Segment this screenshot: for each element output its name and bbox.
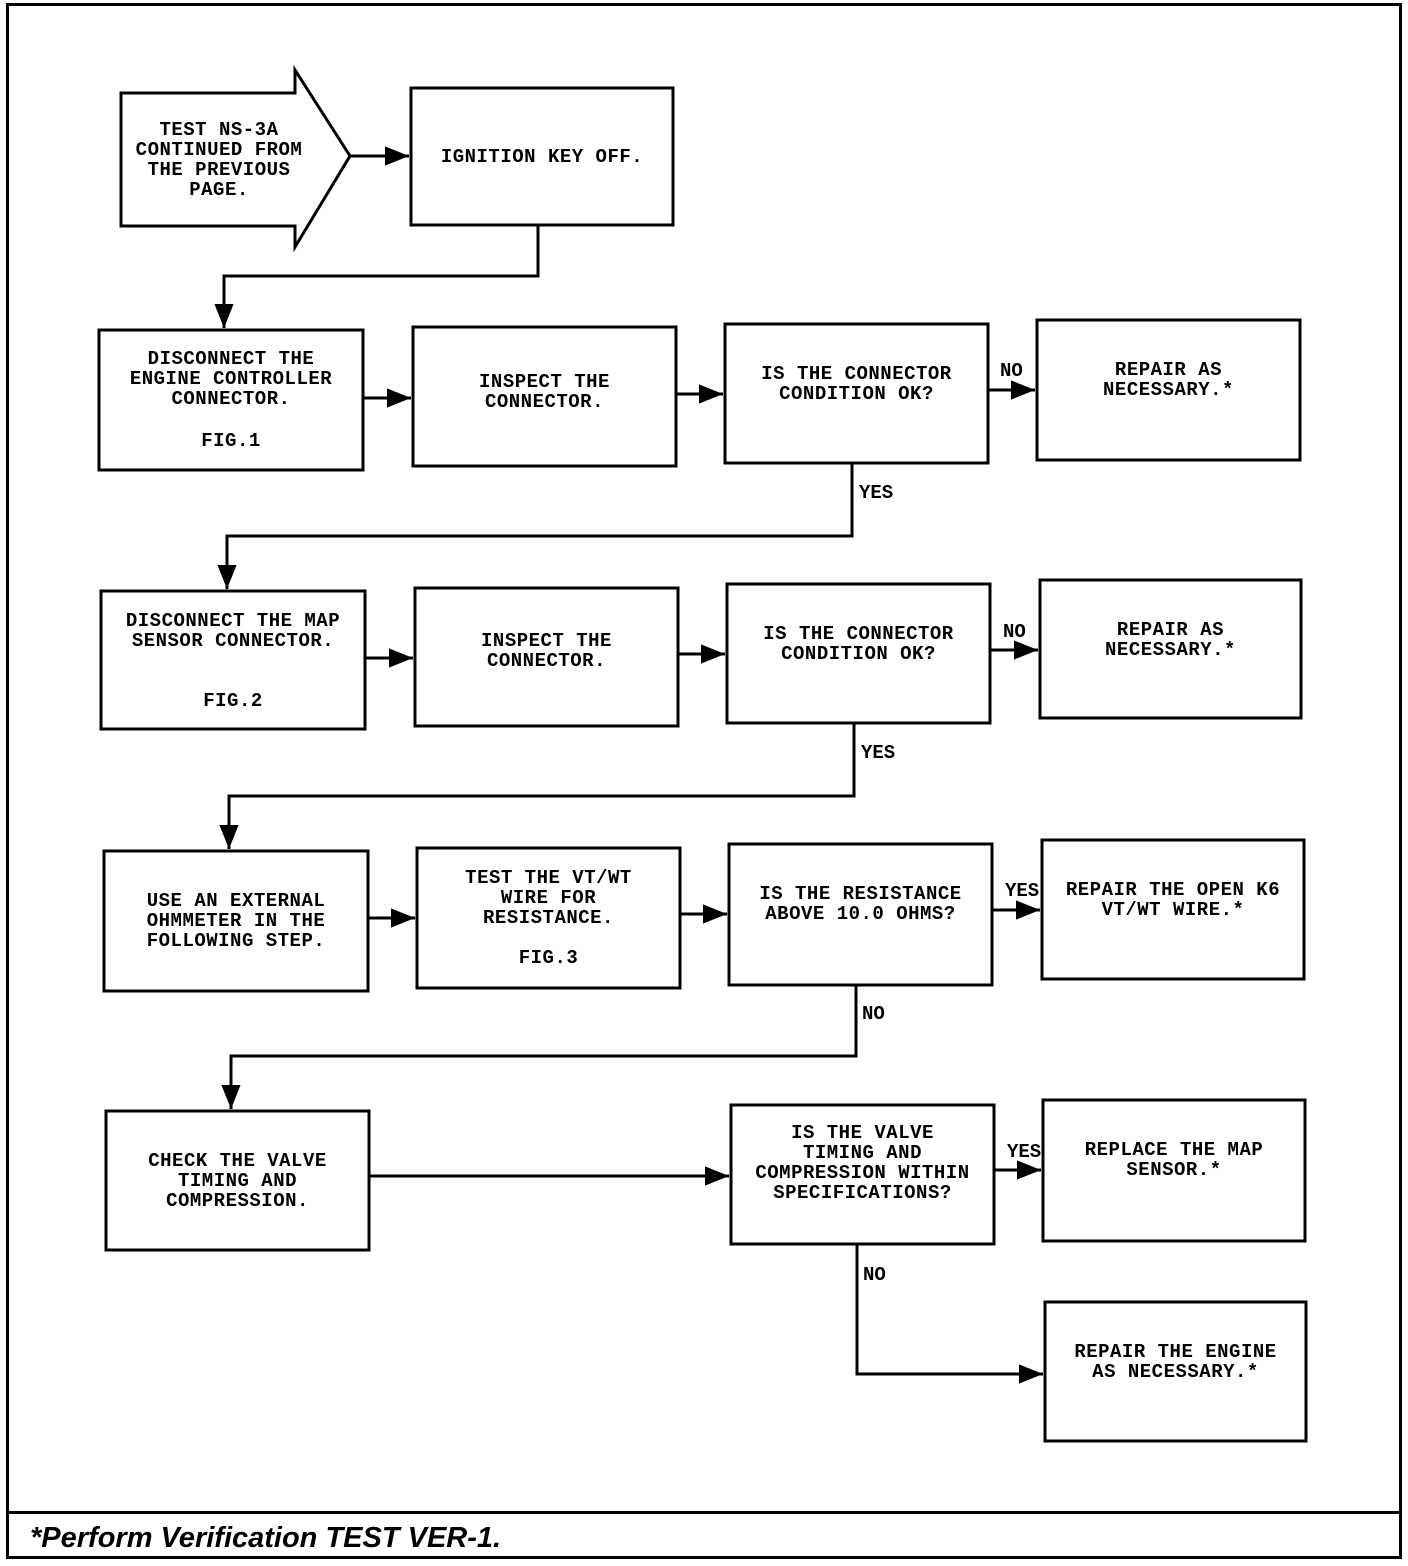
row3-action-box — [102, 849, 370, 993]
row1-repair-text: REPAIR AS NECESSARY.* — [1103, 359, 1234, 401]
start-text: TEST NS-3A CONTINUED FROM THE PREVIOUS P… — [135, 118, 303, 201]
row4-repair-engine-text: REPAIR THE ENGINE AS NECESSARY.* — [1074, 1341, 1277, 1383]
row2-action-text: DISCONNECT THE MAP SENSOR CONNECTOR. FIG… — [101, 591, 365, 729]
row1-repair-box — [1035, 318, 1302, 462]
row2-action-box — [99, 589, 367, 731]
row3-yes-label: YES — [1005, 880, 1040, 902]
start-arrow-shape — [119, 64, 352, 253]
row3-action-text: USE AN EXTERNAL OHMMETER IN THE FOLLOWIN… — [146, 890, 326, 952]
row4-replace-text: REPLACE THE MAP SENSOR.* — [1084, 1139, 1264, 1181]
row2-inspect-text: INSPECT THE CONNECTOR. — [481, 629, 612, 672]
arrow-row1-decision-yes — [217, 464, 854, 589]
row2-yes-label: YES — [861, 742, 896, 764]
footer-note: *Perform Verification TEST VER-1. — [30, 1522, 502, 1554]
row1-inspect-box — [411, 325, 678, 468]
row3-test-text: TEST THE VT/WT WIRE FOR RESISTANCE. FIG.… — [417, 848, 680, 988]
row3-test-box — [415, 846, 682, 990]
row1-no-label: NO — [1000, 360, 1023, 382]
row1-action-label: DISCONNECT THE ENGINE CONTROLLER CONNECT… — [129, 348, 333, 410]
row2-action-label: DISCONNECT THE MAP SENSOR CONNECTOR. — [125, 610, 341, 652]
row4-replace-box — [1041, 1098, 1307, 1243]
row3-repair-text: REPAIR THE OPEN K6 VT/WT WIRE.* — [1065, 879, 1281, 921]
row2-fig-label: FIG.2 — [203, 690, 263, 712]
row1-yes-label: YES — [859, 482, 894, 504]
row4-decision-box — [729, 1103, 996, 1246]
arrow-row2-decision-yes — [219, 724, 856, 849]
row4-no-label: NO — [863, 1264, 886, 1286]
row1-fig-label: FIG.1 — [201, 430, 261, 452]
footer-divider — [6, 1511, 1402, 1514]
row1-action-box — [97, 328, 365, 472]
row1-decision-text: IS THE CONNECTOR CONDITION OK? — [761, 363, 952, 405]
row2-repair-text: REPAIR AS NECESSARY.* — [1105, 619, 1236, 661]
row3-no-label: NO — [862, 1003, 885, 1025]
row2-no-label: NO — [1003, 621, 1026, 643]
arrow-ignition-to-row1 — [214, 226, 540, 328]
row3-repair-box — [1040, 838, 1306, 981]
row3-fig-label: FIG.3 — [518, 947, 579, 969]
row2-decision-box — [725, 582, 992, 725]
ignition-text: IGNITION KEY OFF. — [440, 145, 644, 168]
page-frame — [6, 3, 1402, 1559]
row3-decision-text: IS THE RESISTANCE ABOVE 10.0 OHMS? — [759, 883, 962, 925]
row2-decision-text: IS THE CONNECTOR CONDITION OK? — [763, 623, 954, 665]
row3-decision-box — [727, 842, 994, 987]
row3-test-label: TEST THE VT/WT WIRE FOR RESISTANCE. — [465, 867, 632, 929]
arrow-row4-decision-no — [855, 1245, 1043, 1384]
ignition-box — [409, 86, 675, 227]
row1-inspect-text: INSPECT THE CONNECTOR. — [479, 371, 610, 413]
row4-repair-engine-box — [1043, 1300, 1308, 1443]
row4-decision-text: IS THE VALVE TIMING AND COMPRESSION WITH… — [755, 1121, 970, 1204]
row4-action-box — [104, 1109, 371, 1252]
row1-decision-box — [723, 322, 990, 465]
row2-repair-box — [1038, 578, 1303, 720]
row4-action-text: CHECK THE VALVE TIMING AND COMPRESSION. — [148, 1149, 327, 1212]
arrow-row3-decision-no — [221, 986, 858, 1109]
row1-action-text: DISCONNECT THE ENGINE CONTROLLER CONNECT… — [99, 330, 363, 470]
row4-yes-label: YES — [1007, 1141, 1042, 1163]
row2-inspect-box — [413, 586, 680, 728]
